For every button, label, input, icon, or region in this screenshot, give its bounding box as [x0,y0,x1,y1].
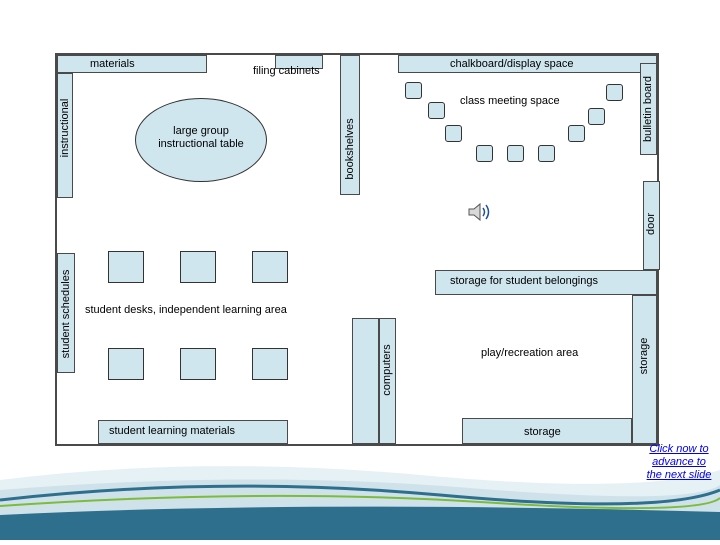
student-schedules-label: student schedules [60,269,72,359]
bulletin-board [640,63,657,155]
instructional-label: instructional [59,98,71,158]
bulletin-board-label: bulletin board [642,75,654,143]
wall-right-lower [657,270,659,446]
student-desk [180,348,216,380]
storage-belongings [435,270,657,295]
meeting-seat [405,82,422,99]
materials-shelf [57,55,207,73]
student-desk [108,251,144,283]
student-desk [108,348,144,380]
learning-materials [98,420,288,444]
meeting-seat [606,84,623,101]
meeting-seat [568,125,585,142]
advance-slide-link[interactable]: Click now to advance to the next slide [646,443,712,481]
wall-left [55,53,57,446]
chalkboard-label: chalkboard/display space [450,58,574,70]
student-desk [180,251,216,283]
wall-top [55,53,659,55]
meeting-seat [538,145,555,162]
student-desk [252,251,288,283]
footer-wave [0,440,720,540]
computers [352,318,379,444]
learning-materials-label: student learning materials [109,425,235,437]
door-label: door [645,212,657,236]
play-area-label: play/recreation area [481,347,579,359]
student-schedules [57,253,75,373]
student-desks-label: student desks, independent learning area [85,304,287,316]
storage-belongings-label: storage for student belongings [450,275,598,287]
large-group-table-label: large group instructional table [158,125,244,150]
bookshelves [340,55,360,195]
large-group-table [135,98,267,182]
materials-label: materials [90,58,135,70]
speaker-icon[interactable] [467,200,493,224]
computers-label: computers [381,344,393,396]
storage-bottom [462,418,632,444]
bookshelves-label: bookshelves [344,118,356,180]
door [643,181,660,270]
student-desk [252,348,288,380]
wall-bottom [55,444,659,446]
instructional-materials [57,73,73,198]
filing-cabinets-label: filing cabinets [253,65,320,77]
computers-shelf [379,318,396,444]
storage-right [632,295,657,444]
storage-right-label: storage [638,337,650,375]
meeting-seat [445,125,462,142]
meeting-seat [476,145,493,162]
filing-cabinets [275,55,323,69]
class-meeting-space-label: class meeting space [460,95,560,107]
meeting-seat [507,145,524,162]
meeting-seat [588,108,605,125]
meeting-seat [428,102,445,119]
wall-right-upper [657,53,659,181]
storage-bottom-label: storage [524,426,561,438]
